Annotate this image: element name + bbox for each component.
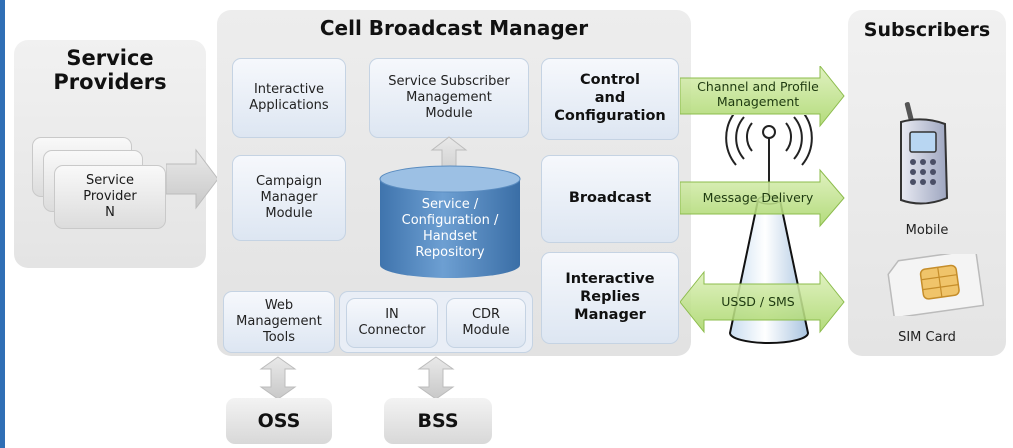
- service-provider-card: Service Provider N: [54, 165, 166, 229]
- accent-edge: [0, 0, 5, 448]
- provider-to-cbm-arrow: [166, 148, 219, 210]
- oss-link-arrow: [259, 356, 297, 400]
- cbm-title: Cell Broadcast Manager: [319, 16, 589, 40]
- ussd-sms-arrow: [680, 270, 845, 334]
- web-management-tools-module: Web Management Tools: [223, 291, 335, 353]
- message-delivery-label: Message Delivery: [702, 190, 814, 205]
- mobile-phone-icon: [900, 102, 949, 205]
- channel-profile-arrow: [680, 66, 845, 128]
- campaign-manager-module: Campaign Manager Module: [232, 155, 346, 241]
- oss-box: OSS: [226, 398, 332, 444]
- interactive-replies-manager-module: Interactive Replies Manager: [541, 252, 679, 344]
- service-subscriber-management-module: Service Subscriber Management Module: [369, 58, 529, 138]
- service-providers-title: Service Providers: [53, 46, 167, 94]
- channel-profile-label: Channel and Profile Management: [697, 79, 819, 109]
- interactive-applications-module: Interactive Applications: [232, 58, 346, 138]
- bss-link-arrow: [417, 356, 455, 400]
- ussd-sms-label: USSD / SMS: [721, 294, 795, 309]
- repository-cylinder: [379, 165, 521, 278]
- in-connector-module: IN Connector: [346, 298, 438, 348]
- subscribers-title: Subscribers: [863, 19, 991, 41]
- message-delivery-arrow: [680, 168, 845, 228]
- broadcast-module: Broadcast: [541, 155, 679, 243]
- sim-card-label: SIM Card: [898, 330, 956, 345]
- green-link-arrows: [680, 66, 845, 334]
- repository-label: Service / Configuration / Handset Reposi…: [401, 197, 499, 260]
- control-and-configuration-module: Control and Configuration: [541, 58, 679, 140]
- sim-card-icon: [887, 254, 984, 316]
- mobile-label: Mobile: [905, 223, 949, 238]
- bss-box: BSS: [384, 398, 492, 444]
- cdr-module: CDR Module: [446, 298, 526, 348]
